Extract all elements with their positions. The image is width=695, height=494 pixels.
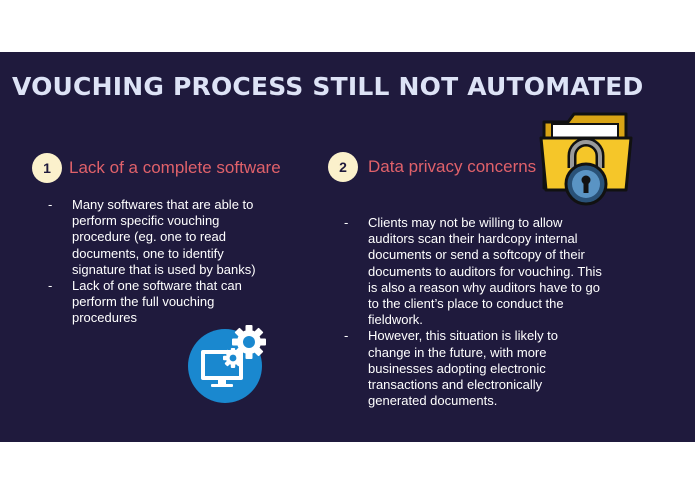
slide: VOUCHING PROCESS STILL NOT AUTOMATED 1 L… bbox=[0, 52, 695, 442]
locked-folder-icon bbox=[539, 112, 633, 206]
bullet-item: Many softwares that are able to perform … bbox=[48, 197, 266, 278]
bullet-item: Clients may not be willing to allow audi… bbox=[344, 215, 604, 328]
section-bullet-list: Clients may not be willing to allow audi… bbox=[344, 215, 604, 409]
slide-title: VOUCHING PROCESS STILL NOT AUTOMATED bbox=[12, 72, 644, 101]
section-heading: Data privacy concerns bbox=[368, 157, 537, 176]
computer-settings-icon bbox=[188, 325, 266, 403]
section-bullet-list: Many softwares that are able to perform … bbox=[48, 197, 266, 327]
section-number-badge: 2 bbox=[328, 152, 358, 182]
bullet-item: However, this situation is likely to cha… bbox=[344, 328, 604, 409]
bullet-item: Lack of one software that can perform th… bbox=[48, 278, 266, 327]
section-heading: Lack of a complete software bbox=[69, 158, 281, 177]
section-number-badge: 1 bbox=[32, 153, 62, 183]
